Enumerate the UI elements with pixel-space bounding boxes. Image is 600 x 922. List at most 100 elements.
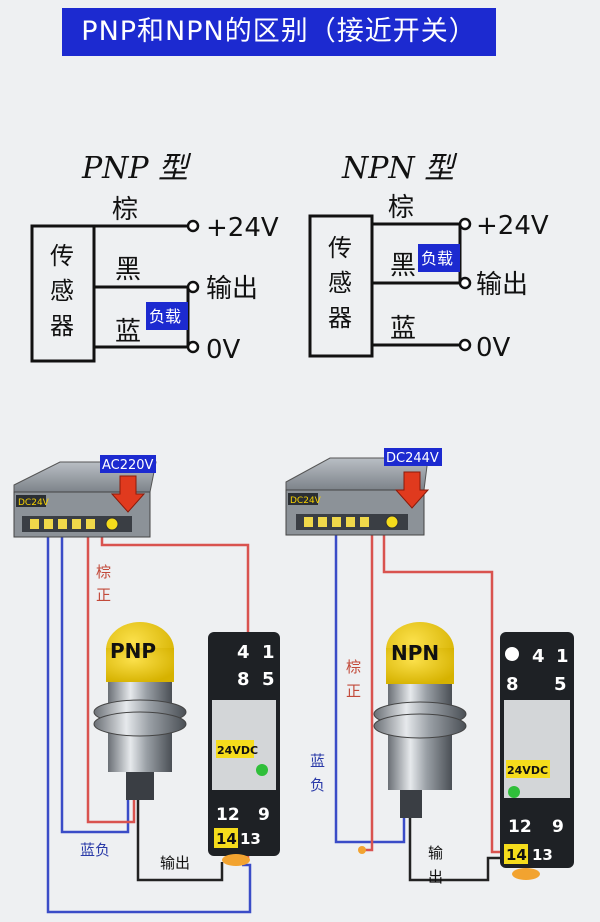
right-psu-tag-bg bbox=[384, 448, 442, 466]
left-relay-coil: 24VDC bbox=[217, 744, 258, 757]
right-relay-t9: 9 bbox=[552, 817, 564, 837]
left-psu-screw-3 bbox=[58, 519, 67, 529]
left-relay-coil-bg bbox=[216, 740, 254, 758]
left-psu-screw-2 bbox=[44, 519, 53, 529]
npn-load-box bbox=[418, 244, 460, 272]
npn-label-blue: 蓝 bbox=[390, 314, 416, 344]
right-blue-note-2: 负 bbox=[310, 776, 325, 794]
npn-term-out-label: 输出 bbox=[476, 270, 528, 300]
left-psu-screw-5 bbox=[86, 519, 95, 529]
right-sensor-cap-body bbox=[386, 648, 454, 684]
pnp-sensor-char-2: 感 bbox=[50, 277, 74, 305]
right-sensor-cable bbox=[400, 790, 422, 818]
pnp-schematic: PNP 型 传 感 器 棕 黑 蓝 负载 +24V 输出 0V bbox=[30, 151, 279, 365]
npn-term-0v-label: 0V bbox=[476, 333, 511, 363]
left-out-note: 输出 bbox=[160, 854, 190, 872]
npn-heading: NPN 型 bbox=[341, 151, 458, 186]
right-wiring-photo: DC24V DC244V 棕 正 蓝 负 输 出 NPN 24VDC 4 1 bbox=[285, 448, 574, 886]
left-relay-t9: 9 bbox=[258, 805, 270, 825]
right-relay-t1: 1 bbox=[556, 646, 569, 667]
right-relay-body bbox=[504, 700, 570, 798]
right-relay-t4: 4 bbox=[532, 646, 545, 667]
left-sensor-nut-2 bbox=[93, 711, 187, 737]
page-title: PNP和NPN的区别（接近开关） bbox=[62, 8, 496, 56]
left-psu-screw-4 bbox=[72, 519, 81, 529]
left-blue-note: 蓝负 bbox=[80, 841, 110, 859]
right-out-note-2: 出 bbox=[428, 868, 443, 886]
right-relay-coil: 24VDC bbox=[507, 764, 548, 777]
pnp-heading: PNP 型 bbox=[81, 151, 192, 186]
pnp-term-out-label: 输出 bbox=[206, 274, 258, 304]
right-red-wire bbox=[362, 530, 374, 852]
left-relay-tab bbox=[222, 854, 250, 866]
right-relay-coil-bg bbox=[506, 760, 550, 778]
pnp-sensor-char-1: 传 bbox=[50, 242, 74, 270]
left-relay-t12: 12 bbox=[216, 805, 240, 825]
right-black-wire bbox=[408, 818, 502, 882]
right-brown-note-1: 棕 bbox=[346, 658, 361, 676]
npn-label-black: 黑 bbox=[390, 251, 416, 281]
right-psu-screw-2 bbox=[318, 517, 327, 527]
right-relay-led bbox=[508, 786, 520, 798]
left-brown-note-1: 棕 bbox=[96, 563, 111, 581]
left-sensor-cap-label: PNP bbox=[110, 639, 156, 663]
right-relay-t14: 14 bbox=[506, 846, 527, 864]
right-relay-hole bbox=[505, 647, 519, 661]
left-psu-tag: AC220V bbox=[102, 458, 154, 473]
right-psu-screw-5 bbox=[360, 517, 369, 527]
npn-terminal-out bbox=[458, 276, 472, 290]
right-brown-note-2: 正 bbox=[346, 682, 361, 700]
left-relay-t8: 8 bbox=[237, 669, 250, 690]
pnp-term-24v-label: +24V bbox=[206, 213, 279, 243]
pnp-load-label: 负载 bbox=[149, 307, 181, 326]
right-relay-t12: 12 bbox=[508, 817, 532, 837]
left-relay-t14: 14 bbox=[216, 830, 237, 848]
npn-terminal-24v bbox=[458, 217, 472, 231]
right-red-junction bbox=[358, 846, 366, 854]
right-blue-note-1: 蓝 bbox=[310, 752, 325, 770]
right-psu-screw-1 bbox=[304, 517, 313, 527]
left-relay-led bbox=[256, 764, 268, 776]
right-psu-screw-3 bbox=[332, 517, 341, 527]
right-out-note-1: 输 bbox=[428, 844, 443, 862]
right-sensor-nut-2 bbox=[373, 713, 467, 739]
left-psu-label-plate bbox=[16, 495, 46, 507]
right-psu-knob bbox=[385, 515, 399, 529]
right-psu-label: DC24V bbox=[290, 496, 322, 506]
npn-label-brown: 棕 bbox=[388, 193, 414, 223]
left-psu-label: DC24V bbox=[18, 498, 50, 508]
npn-load-label: 负载 bbox=[421, 249, 453, 268]
left-red-wire bbox=[86, 530, 136, 824]
right-arrow-icon bbox=[394, 471, 430, 509]
right-relay-t14-bg bbox=[504, 844, 528, 864]
pnp-terminal-0v bbox=[186, 340, 200, 354]
left-sensor-cap-body bbox=[106, 648, 174, 682]
left-psu-tag-bg bbox=[100, 455, 156, 473]
right-sensor-cap-label: NPN bbox=[391, 641, 439, 665]
npn-term-24v-label: +24V bbox=[476, 211, 549, 241]
right-relay-t13: 13 bbox=[532, 846, 553, 864]
left-relay-t4: 4 bbox=[237, 642, 250, 663]
pnp-terminal-24v bbox=[186, 219, 200, 233]
pnp-label-blue: 蓝 bbox=[115, 317, 141, 347]
pnp-term-0v-label: 0V bbox=[206, 335, 241, 365]
left-relay-t13: 13 bbox=[240, 830, 261, 848]
npn-terminal-0v bbox=[458, 338, 472, 352]
left-black-wire bbox=[136, 800, 224, 882]
npn-sensor-box bbox=[308, 214, 374, 358]
npn-sensor-char-2: 感 bbox=[328, 269, 352, 297]
pnp-label-black: 黑 bbox=[115, 255, 141, 285]
right-relay-t5: 5 bbox=[554, 674, 567, 695]
left-relay-t5: 5 bbox=[262, 669, 275, 690]
right-relay-tab bbox=[512, 868, 540, 880]
npn-sensor-char-1: 传 bbox=[328, 234, 352, 262]
left-relay-t1: 1 bbox=[262, 642, 275, 663]
right-relay-t8: 8 bbox=[506, 674, 519, 695]
left-blue-wire-outer bbox=[46, 530, 252, 914]
left-relay-t14-bg bbox=[214, 828, 238, 848]
left-blue-wire bbox=[60, 530, 130, 834]
right-blue-wire bbox=[334, 530, 406, 844]
left-psu-knob bbox=[105, 517, 119, 531]
right-psu-tag: DC244V bbox=[386, 451, 439, 466]
